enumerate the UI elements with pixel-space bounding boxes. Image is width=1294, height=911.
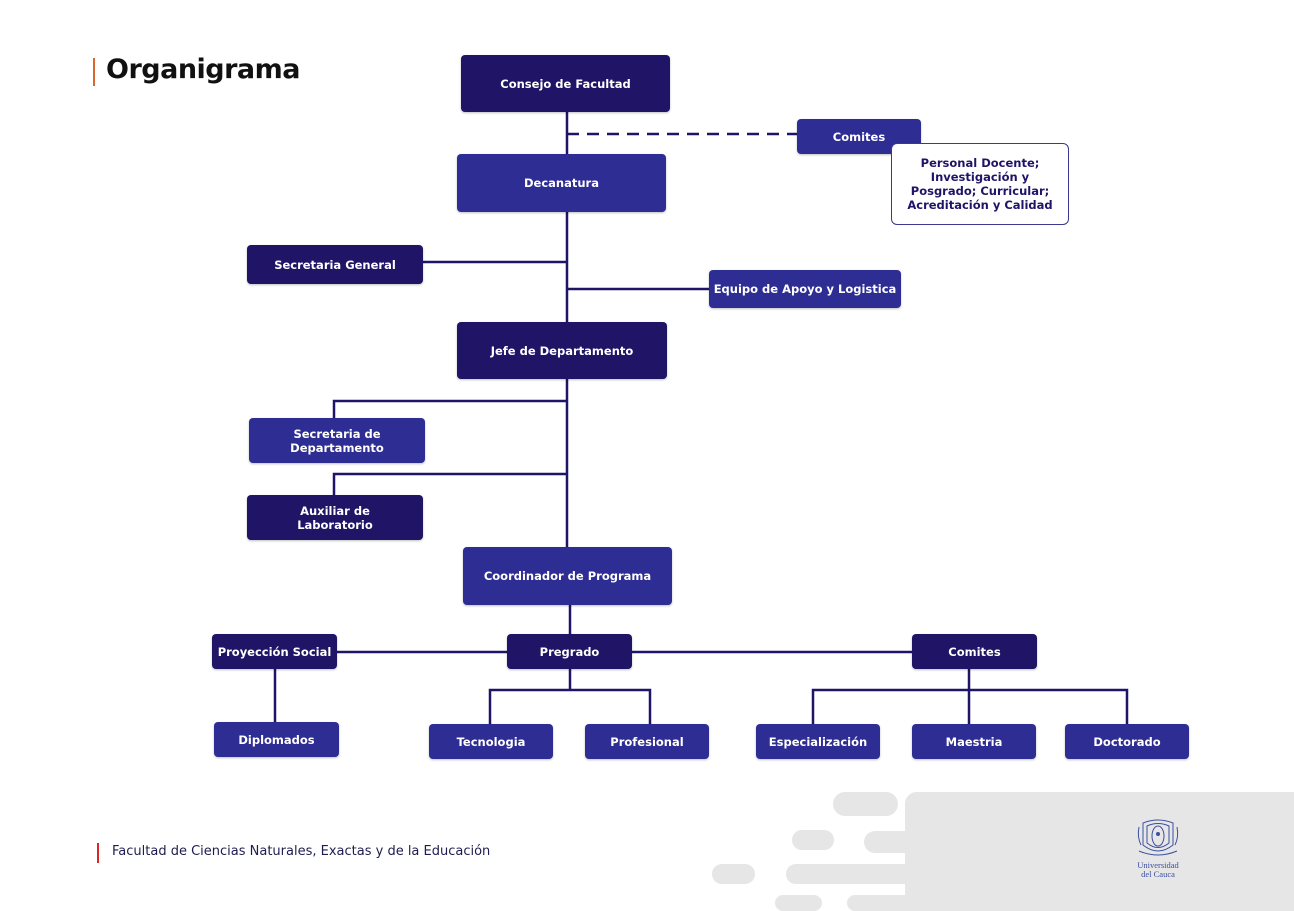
footer-decoration-pill — [775, 895, 822, 911]
university-crest-icon — [1137, 819, 1179, 856]
node-label: Decanatura — [524, 176, 599, 190]
node-especializacion[interactable]: Especialización — [756, 724, 880, 759]
footer-decoration-pill — [905, 792, 1000, 830]
logo-text-line1: Universidad — [1137, 860, 1179, 870]
connector-auxiliar-laboratorio — [332, 472, 567, 496]
node-maestria[interactable]: Maestria — [912, 724, 1036, 759]
footer-decoration-pill — [847, 895, 1017, 911]
footer-decoration-pill — [712, 864, 755, 884]
node-label: Maestria — [945, 734, 1003, 749]
node-comites-bottom[interactable]: Comites — [912, 634, 1037, 669]
footer-decoration-pill — [833, 792, 898, 816]
footer-decoration-pill — [786, 864, 1016, 884]
page-title: Organigrama — [106, 54, 301, 85]
node-comites-note: Personal Docente; Investigación y Posgra… — [891, 143, 1069, 225]
node-label: Especialización — [768, 734, 868, 749]
connector-tecnologia — [488, 688, 652, 724]
note-label: Personal Docente; Investigación y Posgra… — [907, 156, 1053, 212]
node-label: Doctorado — [1093, 734, 1161, 749]
node-label: Proyección Social — [217, 644, 332, 659]
node-doctorado[interactable]: Doctorado — [1065, 724, 1189, 759]
node-label: Diplomados — [238, 732, 315, 747]
node-label: Auxiliar de Laboratorio — [297, 503, 373, 532]
node-equipo-apoyo-logistica[interactable]: Equipo de Apoyo y Logistica — [709, 270, 901, 308]
node-label: Tecnologia — [456, 734, 526, 749]
node-pregrado[interactable]: Pregrado — [507, 634, 632, 669]
connector-secretaria-departamento — [332, 399, 567, 419]
node-secretaria-general[interactable]: Secretaria General — [247, 245, 423, 284]
node-coordinador-de-programa[interactable]: Coordinador de Programa — [463, 547, 672, 605]
university-logo: Universidad del Cauca — [1132, 815, 1184, 879]
footer-decoration-pill — [864, 831, 1005, 853]
node-label: Equipo de Apoyo y Logistica — [713, 282, 897, 296]
node-label: Consejo de Facultad — [500, 76, 631, 91]
node-label: Comites — [832, 129, 886, 144]
node-label: Secretaria de Departamento — [290, 426, 384, 455]
node-label: Comites — [948, 644, 1001, 659]
node-diplomados[interactable]: Diplomados — [214, 722, 339, 757]
footer-faculty-name: Facultad de Ciencias Naturales, Exactas … — [112, 844, 491, 859]
node-decanatura[interactable]: Decanatura — [457, 154, 666, 212]
node-comites-top[interactable]: Comites — [797, 119, 921, 154]
node-label: Profesional — [610, 734, 684, 749]
logo-text-line2: del Cauca — [1141, 869, 1175, 879]
node-profesional[interactable]: Profesional — [585, 724, 709, 759]
title-accent-bar — [93, 58, 95, 86]
node-label: Coordinador de Programa — [483, 569, 652, 583]
node-consejo-de-facultad[interactable]: Consejo de Facultad — [461, 55, 670, 112]
node-tecnologia[interactable]: Tecnologia — [429, 724, 553, 759]
node-label: Pregrado — [539, 644, 600, 659]
footer-decoration-pill — [792, 830, 834, 850]
node-secretaria-de-departamento[interactable]: Secretaria de Departamento — [249, 418, 425, 463]
node-jefe-de-departamento[interactable]: Jefe de Departamento — [457, 322, 667, 379]
node-label: Jefe de Departamento — [490, 343, 634, 358]
node-label: Secretaria General — [274, 257, 396, 272]
node-proyeccion-social[interactable]: Proyección Social — [212, 634, 337, 669]
node-auxiliar-de-laboratorio[interactable]: Auxiliar de Laboratorio — [247, 495, 423, 540]
footer-accent-bar — [97, 843, 99, 863]
connector-especializacion-doctorado — [811, 688, 1129, 724]
